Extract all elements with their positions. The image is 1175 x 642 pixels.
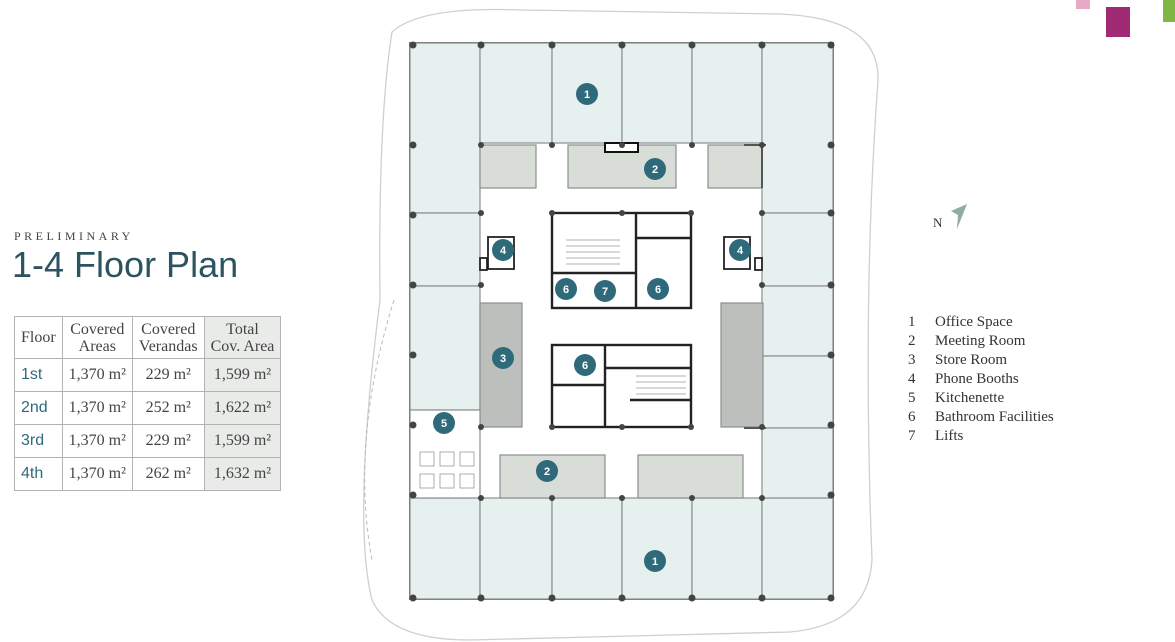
north-compass: N (931, 203, 971, 233)
stairs (566, 239, 686, 395)
preliminary-label: PRELIMINARY (14, 229, 134, 243)
marker-bath-left: 6 (555, 278, 577, 300)
marker-lifts: 7 (594, 280, 616, 302)
table-row: 1st 1,370 m² 229 m² 1,599 m² (14, 358, 282, 392)
north-arrow-icon (951, 204, 967, 229)
marker-phone-left: 4 (492, 239, 514, 261)
covered-cell: 1,370 m² (61, 424, 133, 458)
svg-text:6: 6 (655, 284, 661, 296)
building-core (550, 211, 693, 429)
covered-cell: 1,370 m² (61, 457, 133, 491)
table-row: 2nd 1,370 m² 252 m² 1,622 m² (14, 391, 282, 425)
kitchenette-tables (419, 451, 475, 489)
covered-cell: 1,370 m² (61, 358, 133, 392)
site-dashed-line (364, 299, 395, 561)
north-label: N (933, 215, 943, 230)
svg-text:6: 6 (582, 360, 588, 372)
marker-office-bottom: 1 (644, 550, 666, 572)
total-cell: 1,599 m² (203, 424, 282, 458)
marker-store: 3 (492, 347, 514, 369)
svg-text:2: 2 (544, 466, 550, 478)
total-cell: 1,599 m² (203, 358, 282, 392)
page-title: 1-4 Floor Plan (12, 244, 239, 285)
verandas-cell: 252 m² (131, 391, 205, 425)
svg-text:4: 4 (500, 245, 507, 257)
office-sides (409, 212, 834, 499)
total-cell: 1,632 m² (203, 457, 282, 491)
site-outline (363, 8, 879, 641)
marker-phone-right: 4 (729, 239, 751, 261)
office-bottom (409, 497, 834, 600)
svg-text:4: 4 (737, 245, 744, 257)
svg-text:7: 7 (602, 286, 608, 298)
marker-kitchenette: 5 (433, 412, 455, 434)
svg-text:6: 6 (563, 284, 569, 296)
svg-text:1: 1 (652, 556, 658, 568)
structural-columns (409, 41, 835, 602)
svg-text:1: 1 (584, 89, 590, 101)
floor-cell: 4th (14, 457, 63, 491)
corner-square-pink (1076, 0, 1090, 9)
marker-bath-right: 6 (647, 278, 669, 300)
covered-cell: 1,370 m² (61, 391, 133, 425)
corner-square-green (1163, 0, 1175, 22)
svg-text:2: 2 (652, 164, 658, 176)
marker-meeting-bottom: 2 (536, 460, 558, 482)
table-row: 4th 1,370 m² 262 m² 1,632 m² (14, 457, 282, 491)
floor-cell: 3rd (14, 424, 63, 458)
svg-text:3: 3 (500, 353, 506, 365)
office-top (409, 42, 834, 214)
marker-bath-lower: 6 (574, 354, 596, 376)
marker-office-top: 1 (576, 83, 598, 105)
verandas-cell: 262 m² (131, 457, 205, 491)
marker-meeting-top: 2 (644, 158, 666, 180)
corner-square-magenta (1106, 7, 1130, 37)
total-cell: 1,622 m² (203, 391, 282, 425)
floor-cell: 1st (14, 358, 63, 392)
room-markers: 1 2 4 4 6 7 6 3 6 5 2 1 (433, 83, 751, 572)
svg-text:5: 5 (441, 418, 447, 430)
table-row: 3rd 1,370 m² 229 m² 1,599 m² (14, 424, 282, 458)
